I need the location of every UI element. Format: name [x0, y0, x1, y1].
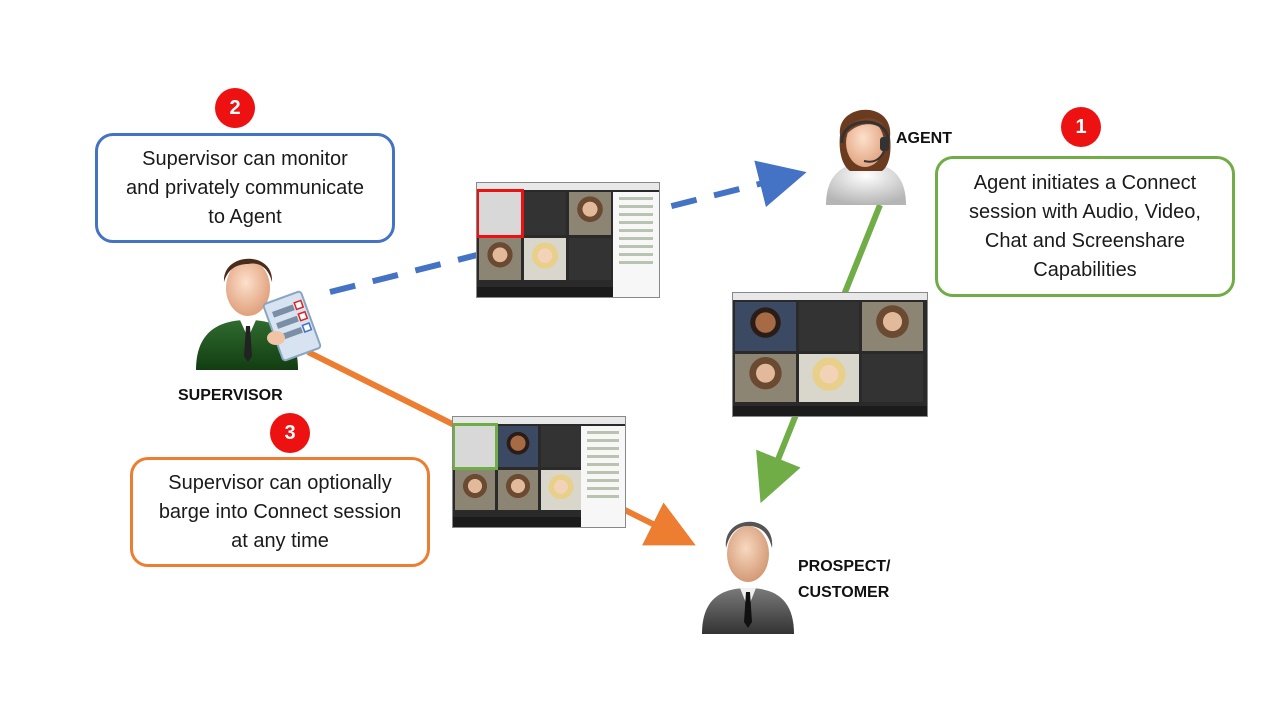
- supervisor-clipboard-icon: [192, 246, 322, 372]
- supervisor-monitor-screenshot: [476, 182, 660, 298]
- step-2-text-line: to Agent: [208, 205, 282, 228]
- step-3-text-line: Supervisor can optionally: [168, 471, 392, 494]
- step-1-text-line: Chat and Screenshare: [984, 229, 1186, 252]
- step-2-text-line: and privately communicate: [126, 176, 364, 199]
- step-2-text-line: Supervisor can monitor: [142, 147, 348, 170]
- step-1-callout: Agent initiates a Connect session with A…: [935, 156, 1235, 297]
- step-2-badge: 2: [215, 88, 255, 128]
- agent-label: AGENT: [896, 130, 952, 147]
- customer-label-line2: CUSTOMER: [798, 584, 890, 601]
- customer-label-line1: PROSPECT/: [798, 558, 891, 575]
- step-3-text-line: at any time: [231, 529, 329, 552]
- supervisor-label: SUPERVISOR: [178, 387, 283, 404]
- step-1-text-line: Agent initiates a Connect: [973, 171, 1197, 194]
- agent-session-screenshot: [732, 292, 928, 417]
- step-3-text-line: barge into Connect session: [158, 500, 402, 523]
- agent-headset-icon: [818, 95, 914, 205]
- step-3-badge: 3: [270, 413, 310, 453]
- step-1-text-line: Capabilities: [1033, 258, 1137, 281]
- step-2-callout: Supervisor can monitor and privately com…: [95, 133, 395, 243]
- supervisor-barge-screenshot: [452, 416, 626, 528]
- step-3-callout: Supervisor can optionally barge into Con…: [130, 457, 430, 567]
- step-1-text-line: session with Audio, Video,: [968, 200, 1201, 223]
- step-1-badge: 1: [1061, 107, 1101, 147]
- customer-businessman-icon: [700, 508, 796, 634]
